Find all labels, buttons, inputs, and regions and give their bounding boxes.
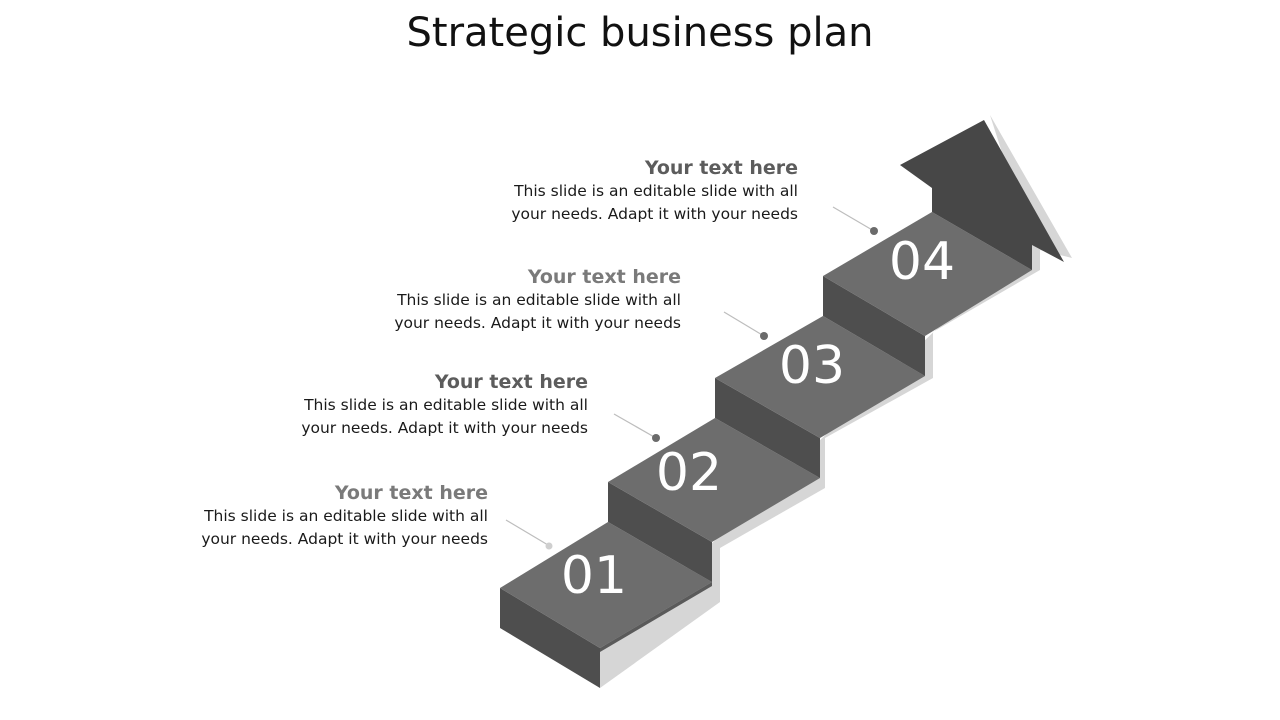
connector-dot-2 — [652, 434, 660, 442]
step-2-heading: Your text here — [434, 371, 588, 393]
step-1-number: 01 — [561, 546, 627, 606]
arrow-head — [900, 120, 1064, 270]
step-2-number: 02 — [656, 443, 722, 503]
step-4-number: 04 — [889, 232, 955, 292]
step-1-callout: Your text here This slide is an editable… — [68, 481, 488, 551]
step-3-body-line-1: This slide is an editable slide with all — [397, 291, 681, 309]
step-3-body-line-2: your needs. Adapt it with your needs — [394, 314, 681, 332]
step-2-body-line-2: your needs. Adapt it with your needs — [301, 419, 588, 437]
connector-line-3 — [723, 311, 765, 337]
page-title: Strategic business plan — [406, 10, 874, 56]
step-3-number: 03 — [779, 336, 845, 396]
step-3-heading: Your text here — [527, 266, 681, 288]
connector-line-2 — [613, 413, 657, 439]
step-4-body-line-2: your needs. Adapt it with your needs — [511, 205, 798, 223]
step-4-top — [823, 212, 1032, 336]
connector-line-1 — [505, 519, 549, 546]
step-2-body-line-1: This slide is an editable slide with all — [304, 396, 588, 414]
step-1-body-line-1: This slide is an editable slide with all — [204, 507, 488, 525]
connector-line-4 — [832, 206, 875, 232]
step-3-callout: Your text here This slide is an editable… — [261, 265, 681, 335]
step-2-riser — [608, 482, 712, 582]
step-3-riser — [715, 378, 820, 478]
staircase-shadow — [600, 115, 1072, 688]
step-1-side — [600, 582, 712, 652]
step-1-front — [500, 588, 600, 688]
step-4-heading: Your text here — [644, 157, 798, 179]
step-4-callout: Your text here This slide is an editable… — [378, 156, 798, 226]
step-2-callout: Your text here This slide is an editable… — [168, 370, 588, 440]
step-4-body-line-1: This slide is an editable slide with all — [514, 182, 798, 200]
step-4-riser — [823, 276, 925, 376]
connector-dot-4 — [870, 227, 878, 235]
step-1-body-line-2: your needs. Adapt it with your needs — [201, 530, 488, 548]
connector-dot-3 — [760, 332, 768, 340]
step-1-top — [500, 522, 712, 648]
step-3-top — [715, 316, 925, 438]
connector-dot-1 — [545, 542, 553, 550]
step-2-top — [608, 418, 820, 542]
step-1-heading: Your text here — [334, 482, 488, 504]
